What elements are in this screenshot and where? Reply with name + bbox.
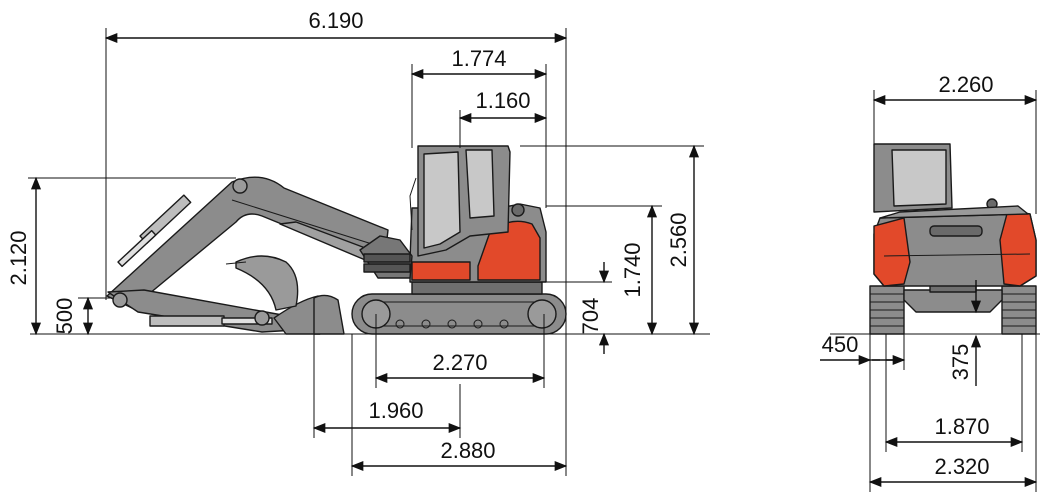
label-cab-post-to-rear: 1.160 [475,88,530,113]
rear-view-dimensions: 2.260 450 375 1.870 [820,72,1038,492]
label-track-length: 2.880 [440,438,495,463]
dim-undercarriage-clearance: 375 [948,280,982,386]
dim-shoe-width: 450 [820,332,906,370]
label-hood-height: 1.740 [620,242,645,297]
label-overall-length: 6.190 [308,8,363,33]
dim-cab-to-rear: 1.774 [410,46,548,208]
bucket-curled [225,255,299,311]
label-track-center: 2.270 [432,350,487,375]
label-digging-height: 2.120 [6,230,31,285]
dim-cab-post-to-rear: 1.160 [458,88,548,148]
dim-overall-width: 2.320 [868,334,1038,492]
dim-blade-reach: 1.960 [312,334,462,438]
rear-undercarriage [903,289,1003,313]
label-track-gauge: 1.870 [934,414,989,439]
label-upper-width: 2.260 [938,72,993,97]
dim-digging-height: 2.120 [6,176,236,336]
label-shoe-width: 450 [822,332,859,357]
label-overall-width: 2.320 [934,454,989,479]
arm [107,289,297,333]
dim-blade-height: 500 [52,296,112,336]
boom [106,176,389,309]
label-overall-height: 2.560 [666,212,691,267]
track [351,293,567,335]
dim-ground-clearance: 704 [540,262,612,354]
label-undercarriage-clearance: 375 [948,344,973,381]
label-blade-height: 500 [52,298,77,335]
label-cab-to-rear: 1.774 [451,46,506,71]
label-blade-reach: 1.960 [368,398,423,423]
cab [409,145,511,257]
dim-hood-height: 1.740 [546,204,662,336]
dim-upper-width: 2.260 [872,72,1038,214]
dim-track-gauge: 1.870 [884,334,1024,452]
label-ground-clearance: 704 [578,298,603,335]
dim-overall-length: 6.190 [104,8,568,300]
side-view-excavator [30,145,710,335]
dim-track-length: 2.880 [350,300,568,476]
rear-view-excavator [830,143,1040,335]
dim-overall-height: 2.560 [520,144,704,336]
turntable [411,281,543,295]
dozer-blade [313,294,345,335]
dim-track-center: 2.270 [374,314,546,388]
side-view-dimensions: 6.190 1.774 1.160 2.120 500 [6,8,704,476]
